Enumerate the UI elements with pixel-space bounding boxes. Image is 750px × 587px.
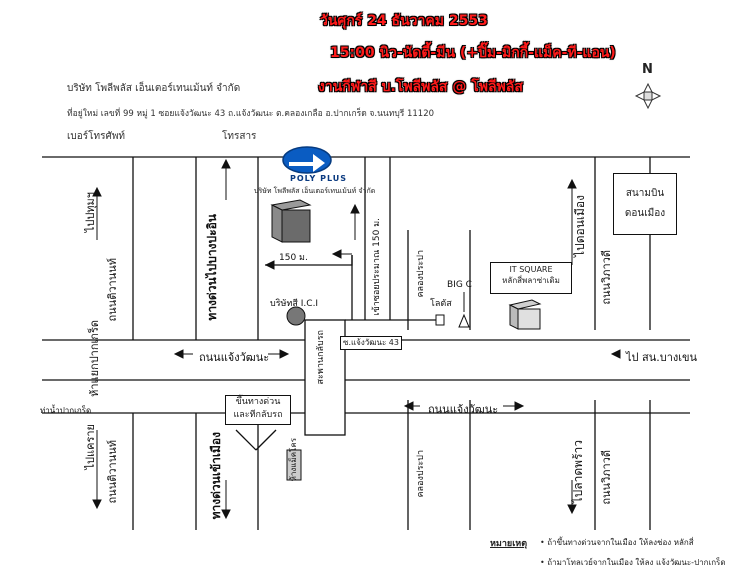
label-to-pathum: ไปปทุมฯ: [84, 192, 97, 233]
label-150m: 150 ม.: [279, 253, 308, 263]
compass-north-label: N: [642, 62, 653, 77]
notes-title: หมายเหตุ: [490, 539, 528, 549]
label-pakkret-junction: ห้าแยกปากเกร็ด: [88, 320, 101, 397]
phone-label: เบอร์โทรศัพท์: [67, 131, 126, 142]
polyplus-logo-mark: [282, 146, 332, 174]
label-to-lat-phrao: ไปลาดพร้าว: [571, 440, 585, 504]
it-square-building: [508, 299, 542, 330]
label-lotus: โลตัส: [430, 299, 452, 309]
label-soi-entrance: เข้าซอยประมาณ 150 ม.: [372, 218, 382, 316]
label-pak-kret-pier: ท่าน้ำปากเกร็ด: [40, 406, 92, 415]
company-building: [270, 199, 312, 243]
compass-rose: [634, 82, 662, 110]
label-chaengwattana-top: ถนนแจ้งวัฒนะ: [199, 351, 270, 364]
label-to-bang-khen: ไป สน.บางเขน: [626, 351, 698, 364]
label-it-square: IT SQUARE: [509, 265, 553, 274]
ici-marker: [286, 306, 306, 326]
expressway-uturn-box: ขึ้นทางด่วน และทีกลับรถ: [225, 395, 291, 425]
label-tiwanon-bottom: ถนนติวานนท์: [106, 440, 119, 504]
logo-caption: บริษัท โพลีพลัส เอ็นเตอร์เทนเม้นท์ จำกัด: [254, 187, 376, 195]
event-time-attendees: 15:00 นิว-นัดตี้-มีน (+ปิ๊ม-มิกกี้-แม็ค-…: [330, 45, 616, 61]
label-to-khae-rai: ไปแคราย: [84, 424, 97, 470]
note-2: • ถ้ามาโทลเวย์จากในเมือง ให้ลง แจ้งวัฒนะ…: [540, 558, 726, 567]
label-to-don-mueang: ไปดอนเมือง: [573, 195, 587, 257]
lotus-marker: [435, 314, 445, 326]
fax-label: โทรสาร: [222, 131, 257, 142]
label-laksi-plaza: หลักสี่พลาซ่าเดิม: [502, 276, 560, 285]
label-ici: บริษัทสี I.C.I: [270, 299, 319, 309]
label-khlong-prapa-top: คลองประปา: [416, 250, 426, 298]
label-tiwanon-top: ถนนติวานนท์: [106, 258, 119, 322]
label-big-c: BIG C: [447, 280, 472, 290]
company-name: บริษัท โพลีพลัส เอ็นเตอร์เทนเม้นท์ จำกัด: [67, 83, 241, 94]
bigc-marker: [458, 313, 470, 328]
it-square-box: IT SQUARE หลักสี่พลาซ่าเดิม: [490, 262, 572, 294]
company-address: ที่อยู่ใหม่ เลขที่ 99 หมู่ 1 ซอยแจ้งวัฒน…: [67, 109, 435, 119]
makro-marker: [286, 449, 302, 481]
event-date: วันศุกร์ 24 ธันวาคม 2553: [320, 13, 488, 29]
label-u-turn-bridge: สะพานกลับรถ: [316, 330, 326, 385]
soi-43-sign: ซ.แจ้งวัฒนะ 43: [340, 336, 402, 350]
logo-text: POLY PLUS: [290, 174, 348, 183]
event-title: งานกีฬาสี บ.โพลีพลัส @ โพลีพลัส: [318, 79, 523, 95]
airport-box: สนามบิน ดอนเมือง: [613, 173, 677, 235]
label-expressway-bangpain: ทางด่วนไปบางปะอิน: [205, 214, 219, 321]
label-vibhavadi-bottom: ถนนวิภาวดี: [600, 450, 613, 505]
note-1: • ถ้าขึ้นทางด่วนจากในเมือง ให้ลงช่อง หลั…: [540, 538, 694, 547]
label-khlong-prapa-bottom: คลองประปา: [416, 450, 426, 498]
label-vibhavadi-top: ถนนวิภาวดี: [600, 250, 613, 305]
label-chaengwattana-bottom: ถนนแจ้งวัฒนะ: [428, 403, 499, 416]
label-expressway-into-city: ทางด่วนเข้าเมือง: [209, 432, 223, 520]
label-makro: ห้างแม็คโคร: [289, 438, 298, 482]
